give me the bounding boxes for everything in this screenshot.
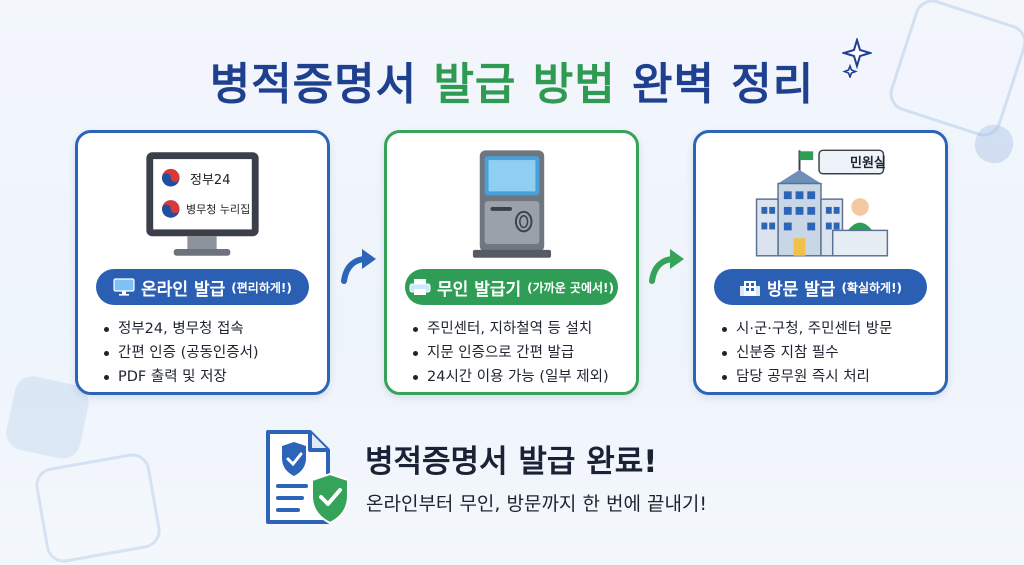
method-note: (편리하게!)	[231, 280, 292, 295]
online-method-pill: 온라인 발급 (편리하게!)	[96, 269, 309, 305]
visit-method-pill: 방문 발급 (확실하게!)	[714, 269, 927, 305]
method-note: (확실하게!)	[841, 280, 903, 295]
monitor-illustration	[146, 152, 259, 256]
completion-subtitle: 온라인부터 무인, 방문까지 한 번에 끝내기!	[366, 493, 708, 515]
list-item: 정부24, 병무청 접속	[104, 317, 317, 341]
online-issuance-card: 정부24 병무청 누리집 온라인 발급 (편리하게!) 정부24, 병무청 접속…	[75, 130, 330, 395]
list-item: 24시간 이용 가능 (일부 제외)	[413, 365, 626, 389]
arrow-right-icon	[649, 249, 684, 284]
list-item: 시·군·구청, 주민센터 방문	[722, 317, 935, 341]
method-note: (가까운 곳에서!)	[527, 280, 614, 295]
list-item: 간편 인증 (공동인증서)	[104, 341, 317, 365]
list-item: 담당 공무원 즉시 처리	[722, 365, 935, 389]
visit-issuance-card: 민원실 방문 발급 (확실하게!) 시·군·구청, 주민센터 방문 신분증 지참…	[693, 130, 948, 395]
document-shield-icon	[266, 430, 349, 525]
sparkle-icon	[842, 38, 872, 78]
title-part3: 완벽 정리	[632, 59, 815, 110]
civil-office-illustration	[755, 149, 889, 257]
kiosk-method-pill: 무인 발급기 (가까운 곳에서!)	[405, 269, 618, 305]
screen-text-gov24: 정부24	[190, 173, 231, 188]
list-item: PDF 출력 및 저장	[104, 365, 317, 389]
building-icon	[739, 281, 760, 296]
screen-text-mma: 병무청 누리집	[186, 203, 251, 216]
kiosk-bullet-list: 주민센터, 지하철역 등 설치 지문 인증으로 간편 발급 24시간 이용 가능…	[413, 317, 626, 389]
background-decoration	[32, 450, 164, 565]
kiosk-illustration	[472, 150, 552, 258]
printer-icon	[409, 279, 431, 295]
page-title: 병적증명서 발급 방법 완벽 정리	[0, 48, 1024, 112]
method-label: 무인 발급기	[437, 279, 522, 300]
method-label: 방문 발급	[766, 279, 836, 300]
title-part1: 병적증명서	[209, 59, 418, 110]
list-item: 주민센터, 지하철역 등 설치	[413, 317, 626, 341]
method-label: 온라인 발급	[141, 279, 226, 300]
completion-title: 병적증명서 발급 완료!	[365, 444, 658, 480]
visit-bullet-list: 시·군·구청, 주민센터 방문 신분증 지참 필수 담당 공무원 즉시 처리	[722, 317, 935, 389]
list-item: 지문 인증으로 간편 발급	[413, 341, 626, 365]
online-bullet-list: 정부24, 병무청 접속 간편 인증 (공동인증서) PDF 출력 및 저장	[104, 317, 317, 389]
title-part2: 발급 방법	[433, 59, 616, 110]
list-item: 신분증 지참 필수	[722, 341, 935, 365]
arrow-right-icon	[341, 249, 376, 284]
kiosk-issuance-card: 무인 발급기 (가까운 곳에서!) 주민센터, 지하철역 등 설치 지문 인증으…	[384, 130, 639, 395]
office-sign: 민원실	[850, 156, 886, 171]
monitor-icon	[113, 278, 135, 296]
